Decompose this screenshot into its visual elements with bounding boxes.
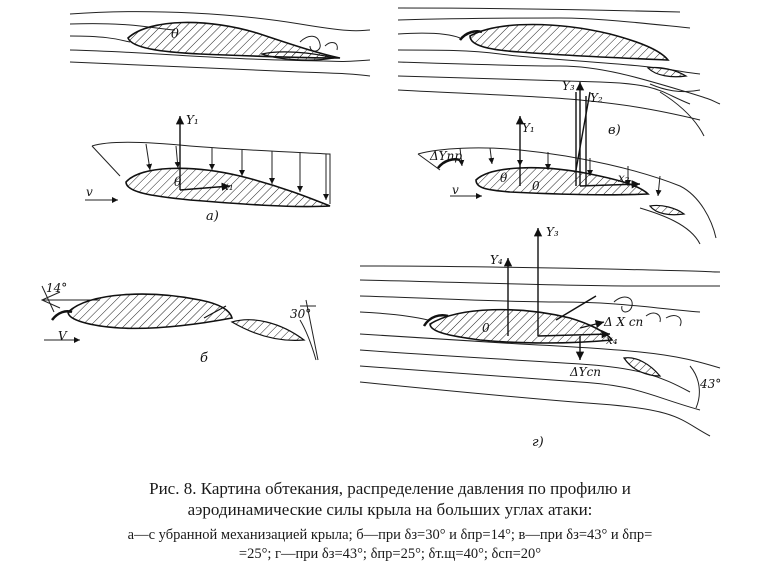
panel-g-flow	[359, 265, 721, 437]
label-y1-a: Y₁	[186, 113, 199, 127]
label-y1-v: Y₁	[522, 121, 535, 135]
label-theta-v: θ	[500, 171, 508, 185]
label-y3-v: Y₃	[562, 79, 575, 93]
label-x4-g: x₄	[606, 333, 618, 347]
panel-top-left-flow	[69, 11, 371, 77]
panel-a-pressure	[85, 141, 331, 204]
label-dx-sp: Δ X сп	[604, 315, 644, 329]
label-v-a: v	[86, 185, 93, 199]
label-v-b: V	[58, 329, 67, 343]
label-y4-g: Y₄	[490, 253, 503, 267]
panel-v-flow	[397, 7, 721, 137]
caption-title-line-2: аэродинамические силы крыла на больших у…	[187, 500, 593, 519]
airfoil-v	[475, 167, 650, 196]
forces-a	[175, 116, 231, 191]
caption-legend-line-2: =25°; г—при δз=43°; δпр=25°; δт.щ=40°; δ…	[238, 546, 542, 562]
panel-label-b: б	[200, 351, 208, 366]
label-dy-pr: ΔYпр	[430, 149, 462, 163]
label-zero-v: 0	[532, 179, 540, 193]
label-y3-g: Y₃	[546, 225, 559, 239]
panel-label-a: а)	[206, 209, 219, 224]
panel-label-v: в)	[608, 123, 621, 138]
caption-legend-line-1: а—с убранной механизацией крыла; б—при δ…	[127, 527, 653, 543]
caption-title-line-1: Рис. 8. Картина обтекания, распределение…	[149, 479, 631, 498]
caption-legend: а—с убранной механизацией крыла; б—при δ…	[0, 526, 780, 564]
airfoil-top-left	[127, 21, 341, 59]
forces-v	[515, 82, 641, 189]
label-theta-a: θ	[174, 175, 182, 189]
label-angle-14: 14°	[46, 281, 68, 295]
forces-g	[503, 228, 611, 360]
label-dy-sp: ΔYсп	[570, 365, 602, 379]
figure: θ Y₁ θ x₁ v а) Y₃ Y₂ в) Y₁ ΔYпр θ 0 x₂ v…	[40, 7, 722, 450]
panel-v-pressure	[417, 147, 717, 245]
figure-drawing	[40, 7, 721, 437]
panel-label-g: г)	[532, 435, 544, 450]
caption-title: Рис. 8. Картина обтекания, распределение…	[0, 478, 780, 520]
label-zero-g: 0	[482, 321, 490, 335]
airfoil-b	[67, 293, 233, 330]
label-x2-v: x₂	[618, 171, 630, 185]
label-angle-30: 30°	[290, 307, 312, 321]
label-theta-top: θ	[171, 27, 179, 42]
label-y2-v: Y₂	[590, 91, 603, 105]
label-v-v: v	[452, 183, 459, 197]
label-angle-43: 43°	[700, 377, 722, 391]
label-x1-a: x₁	[222, 179, 234, 193]
airfoil-v-top	[469, 23, 670, 61]
